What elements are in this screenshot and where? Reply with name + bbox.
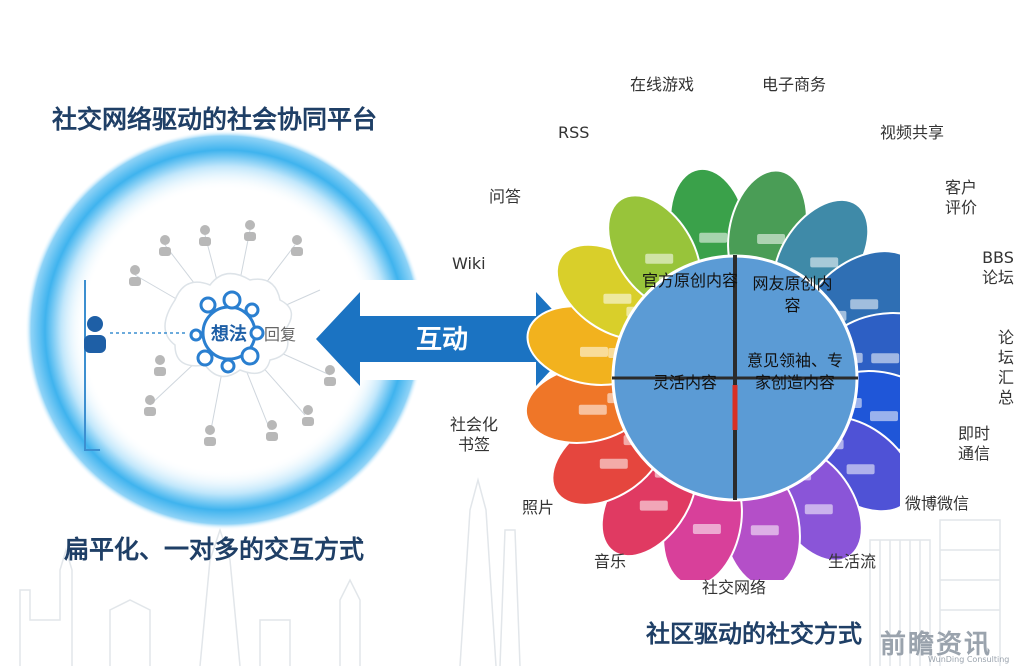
label-online-games: 在线游戏 <box>630 75 695 94</box>
label-photos: 照片 <box>522 498 555 517</box>
brand-logo-placeholder <box>750 525 779 536</box>
brand-logo-placeholder <box>578 404 607 415</box>
brand-logo-placeholder <box>580 346 608 357</box>
label-instant-messaging: 即时通信 <box>958 424 991 463</box>
quadrant-flexible: 灵活内容 <box>652 373 717 392</box>
reply-label: 回复 <box>264 325 296 344</box>
watermark-logo: 前瞻资讯 <box>880 630 993 660</box>
social-media-flower <box>524 167 900 580</box>
label-music: 音乐 <box>594 552 627 571</box>
center-quadrants <box>611 254 859 502</box>
label-ecommerce: 电子商务 <box>762 75 827 94</box>
brand-logo-placeholder <box>692 524 721 534</box>
brand-logo-placeholder <box>639 500 668 511</box>
label-lifestream: 生活流 <box>828 552 877 571</box>
quadrant-netizen: 网友原创内容 <box>752 274 833 315</box>
brand-logo-placeholder <box>599 458 628 469</box>
label-rss: RSS <box>558 123 590 142</box>
brand-logo-placeholder <box>870 411 898 422</box>
brand-logo-placeholder <box>757 234 786 244</box>
quadrant-expert: 意见领袖、专家创造内容 <box>746 351 843 392</box>
brand-logo-placeholder <box>871 353 900 364</box>
label-forum-aggregation: 论坛汇总 <box>997 328 1014 407</box>
label-qa: 问答 <box>489 187 522 206</box>
label-weibo-wechat: 微博微信 <box>905 494 970 513</box>
quadrant-official: 官方原创内容 <box>641 271 738 290</box>
idea-label: 想法 <box>211 323 247 345</box>
user-icon <box>84 316 106 353</box>
brand-logo-placeholder <box>804 504 833 515</box>
brand-logo-placeholder <box>699 232 728 243</box>
brand-logo-placeholder <box>850 299 879 310</box>
label-social-network: 社交网络 <box>702 578 767 597</box>
left-title: 社交网络驱动的社会协同平台 <box>52 105 378 134</box>
interaction-label: 互动 <box>416 325 468 355</box>
label-bbs: BBS论坛 <box>981 248 1014 287</box>
label-video-sharing: 视频共享 <box>880 123 945 142</box>
label-customer-review: 客户评价 <box>945 178 978 217</box>
interaction-arrow: 互动 <box>316 292 580 386</box>
skyline-background <box>19 477 1001 666</box>
brand-logo-placeholder <box>645 253 674 264</box>
left-subtitle: 扁平化、一对多的交互方式 <box>64 535 365 564</box>
label-wiki: Wiki <box>452 254 486 273</box>
brand-logo-placeholder <box>603 293 632 304</box>
label-social-bookmarks: 社会化书签 <box>449 415 498 454</box>
brand-logo-placeholder <box>810 257 839 268</box>
brand-logo-placeholder <box>846 464 875 475</box>
watermark-subtext: WunDing Consulting <box>928 655 1010 664</box>
right-title: 社区驱动的社交方式 <box>646 620 862 648</box>
